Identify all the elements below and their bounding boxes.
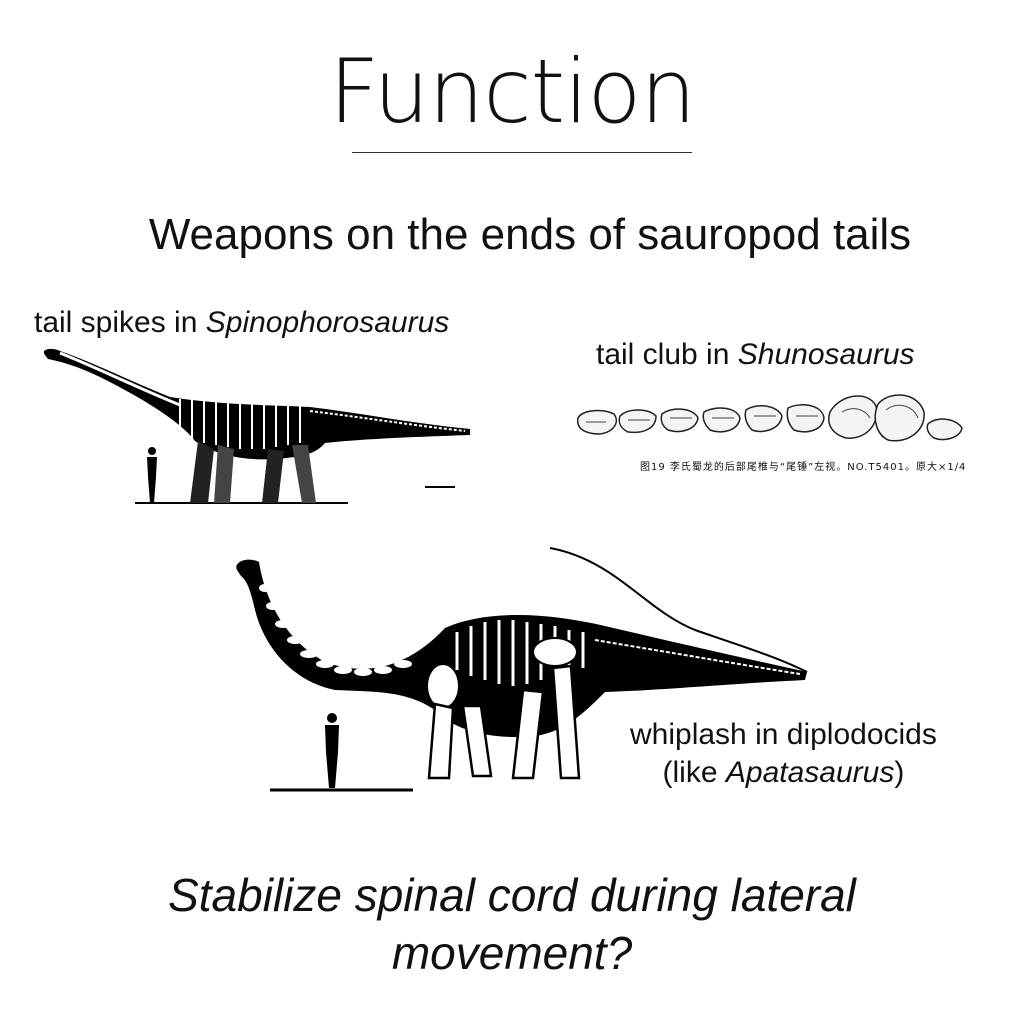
caption-tail-club: tail club in Shunosaurus [596, 338, 915, 372]
caption-club-prefix: tail club in [596, 338, 738, 371]
bottom-question: Stabilize spinal cord during lateral mov… [0, 866, 1024, 982]
club-figure-note: 图19 李氏蜀龙的后部尾椎与“尾锤”左视。NO.T5401。原大×1/4 [640, 462, 967, 473]
caption-club-genus: Shunosaurus [737, 338, 915, 371]
caption-whip-line1: whiplash in diplodocids [630, 718, 937, 751]
caption-spikes-prefix: tail spikes in [34, 306, 206, 339]
caption-spikes-genus: Spinophorosaurus [205, 306, 450, 339]
caption-tail-spikes: tail spikes in Spinophorosaurus [34, 306, 449, 340]
subtitle: Weapons on the ends of sauropod tails [148, 210, 912, 259]
spinophorosaurus-skeleton-illustration [43, 348, 470, 504]
apatosaurus-skeleton-illustration [236, 547, 808, 792]
caption-whiplash: whiplash in diplodocids (like Apatasauru… [630, 716, 937, 792]
question-line2: movement? [391, 927, 633, 979]
shunosaurus-tail-club-illustration [576, 394, 963, 442]
title-underline [352, 152, 692, 153]
question-line1: Stabilize spinal cord during lateral [168, 869, 856, 921]
page-title: Function [328, 40, 696, 143]
caption-whip-line2: (like Apatasaurus) [662, 756, 905, 789]
caption-whip-genus: Apatasaurus [725, 756, 895, 789]
